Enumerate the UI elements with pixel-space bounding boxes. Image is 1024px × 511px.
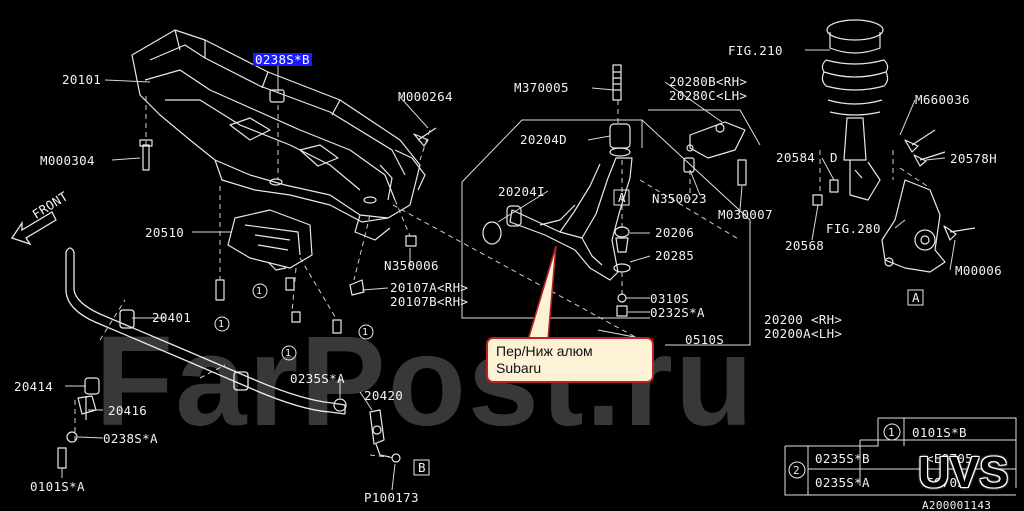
label-20280c[interactable]: 20280C<LH>: [669, 88, 748, 103]
label-20401[interactable]: 20401: [152, 310, 192, 325]
legend-row2b-range: E0705-: [926, 475, 973, 490]
ref-circle-1b-label: 1: [218, 319, 225, 330]
legend-row1-part[interactable]: 0101S*B: [912, 425, 967, 440]
label-m00006[interactable]: M00006: [955, 263, 1002, 278]
watermark: FarPost.ru: [95, 310, 756, 453]
bracket-20280-drawing: [683, 121, 747, 186]
label-20280b[interactable]: 20280B<RH>: [669, 74, 748, 89]
legend-row2-num: 2: [793, 464, 800, 477]
label-0238s-b-selected[interactable]: 0238S*B: [253, 52, 312, 67]
label-20584-d: D: [830, 150, 838, 165]
label-20568[interactable]: 20568: [785, 238, 825, 253]
bolt-m370005-drawing: [612, 64, 622, 101]
label-0238s-a[interactable]: 0238S*A: [103, 431, 158, 446]
label-20107b[interactable]: 20107B<RH>: [390, 294, 469, 309]
label-m660036[interactable]: M660036: [915, 92, 970, 107]
stabilizer-bar-drawing: [65, 247, 346, 415]
label-20414[interactable]: 20414: [14, 379, 54, 394]
ref-circle-1c-label: 1: [285, 348, 292, 359]
label-20200a[interactable]: 20200A<LH>: [764, 326, 843, 341]
label-m370005[interactable]: M370005: [514, 80, 569, 95]
crossmember-drawing: [131, 29, 426, 241]
label-20584[interactable]: 20584: [776, 150, 816, 165]
label-n350006[interactable]: N350006: [384, 258, 439, 273]
label-20206[interactable]: 20206: [655, 225, 695, 240]
ref-b-1[interactable]: B: [418, 460, 426, 475]
label-20204i[interactable]: 20204I: [498, 184, 545, 199]
label-20420[interactable]: 20420: [364, 388, 404, 403]
leader-lines: [61, 49, 956, 491]
label-0235s-a[interactable]: 0235S*A: [290, 371, 345, 386]
label-0310s[interactable]: 0310S: [650, 291, 690, 306]
label-fig280[interactable]: FIG.280: [826, 221, 881, 236]
label-m000304[interactable]: M000304: [40, 153, 95, 168]
ref-circle-1d-label: 1: [362, 327, 369, 338]
label-20107a[interactable]: 20107A<RH>: [390, 280, 469, 295]
label-20578h[interactable]: 20578H: [950, 151, 997, 166]
frame-lines: [461, 109, 1017, 496]
label-0510s[interactable]: 0510S: [685, 332, 725, 347]
bolt-drawings: [139, 89, 976, 334]
label-20204d[interactable]: 20204D: [520, 132, 567, 147]
label-20416[interactable]: 20416: [108, 403, 148, 418]
callout-note: Пер/Ниж алюм Subaru: [486, 337, 654, 383]
front-arrow-drawing: [10, 211, 57, 246]
link-20420-drawing: [369, 409, 401, 463]
legend-row2a-part[interactable]: 0235S*B: [815, 451, 870, 466]
label-m030007[interactable]: M030007: [718, 207, 773, 222]
knuckle-drawing: [881, 179, 946, 273]
ref-a-1[interactable]: A: [618, 190, 626, 205]
legend-row1-num: 1: [888, 426, 895, 439]
label-m000264[interactable]: M000264: [398, 89, 453, 104]
lower-arm-drawing: [482, 123, 633, 317]
label-20510[interactable]: 20510: [145, 225, 185, 240]
bracket-20510-drawing: [227, 209, 313, 271]
callout-line-1: Пер/Ниж алюм: [496, 343, 593, 359]
ref-circle-1a-label: 1: [256, 286, 263, 297]
label-fig210[interactable]: FIG.210: [728, 43, 783, 58]
label-n350023[interactable]: N350023: [652, 191, 707, 206]
label-p100173[interactable]: P100173: [364, 490, 419, 505]
ref-a-2[interactable]: A: [912, 290, 920, 305]
legend-row2b-part[interactable]: 0235S*A: [815, 475, 870, 490]
callout-line-2: Subaru: [496, 360, 542, 376]
label-0232s-a[interactable]: 0232S*A: [650, 305, 705, 320]
label-0101s-a[interactable]: 0101S*A: [30, 479, 85, 494]
label-20285[interactable]: 20285: [655, 248, 695, 263]
uvs-logo: UVS: [918, 448, 1009, 497]
label-20200[interactable]: 20200 <RH>: [764, 312, 843, 327]
strut-spring-drawing: [821, 19, 889, 201]
label-20101[interactable]: 20101: [62, 72, 102, 87]
legend-row2a-range: <E0705: [926, 451, 973, 466]
diagram-code: A200001143: [922, 499, 992, 511]
